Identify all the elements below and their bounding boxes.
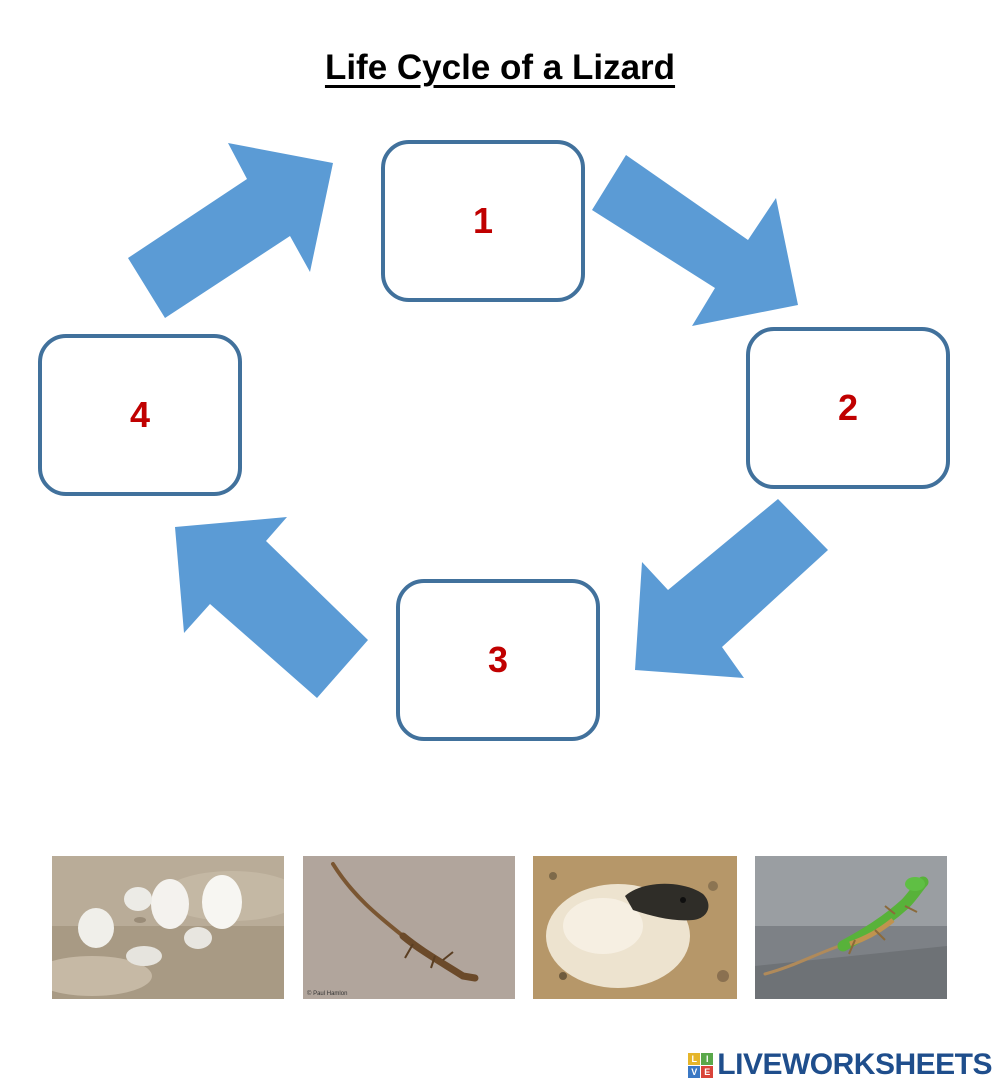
stage-number: 3 [487,639,509,680]
stage-box-2[interactable]: 2 [746,327,950,489]
photo-adult-lizard[interactable] [755,856,947,999]
arrow-3-to-4 [175,517,368,698]
stage-number: 4 [129,394,151,435]
photo-lizard-eggs[interactable] [52,856,284,999]
arrow-2-to-3 [635,499,828,678]
brand-mark-letter: I [701,1052,714,1065]
stage-box-3[interactable]: 3 [396,579,600,741]
juvenile-lizard-image [303,856,515,999]
brand-mark-letter: L [688,1052,701,1065]
photo-credit: © Paul Hamlon [307,991,348,997]
brand-mark-icon: L I V E [688,1052,714,1078]
stage-number: 2 [837,387,859,428]
adult-lizard-image [755,856,947,999]
brand-text: LIVEWORKSHEETS [717,1048,992,1081]
photo-juvenile-lizard[interactable]: © Paul Hamlon [303,856,515,999]
stage-box-1[interactable]: 1 [381,140,585,302]
photo-hatching-lizard[interactable] [533,856,737,999]
brand-mark-letter: E [701,1065,714,1078]
brand-mark-letter: V [688,1065,701,1078]
stage-box-4[interactable]: 4 [38,334,242,496]
page-title: Life Cycle of a Lizard [324,48,676,87]
eggs-image [52,856,284,999]
liveworksheets-logo: L I V E LIVEWORKSHEETS [688,1048,992,1082]
arrow-1-to-2 [592,155,798,326]
arrow-4-to-1 [128,143,333,318]
hatching-lizard-image [533,856,737,999]
stage-number: 1 [472,200,494,241]
